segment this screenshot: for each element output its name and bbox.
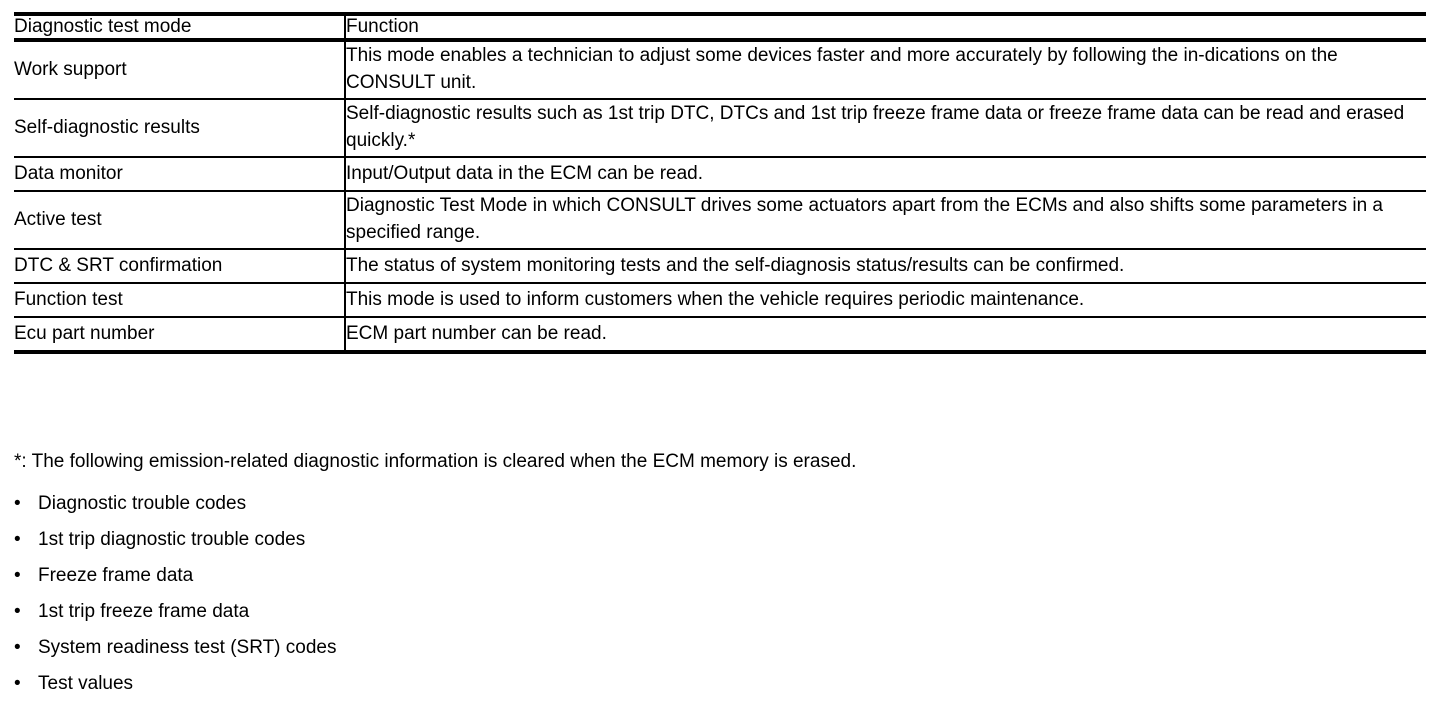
list-item-label: System readiness test (SRT) codes [38, 637, 337, 658]
list-item: • Test values [14, 666, 1414, 702]
cell-test-mode: Self-diagnostic results [14, 100, 346, 157]
column-header-function: Function [346, 16, 419, 37]
cell-test-mode: Active test [14, 192, 346, 249]
table-body: Work support This mode enables a technic… [14, 42, 1426, 356]
table-row: Ecu part number ECM part number can be r… [14, 318, 1426, 352]
cell-function: The status of system monitoring tests an… [346, 254, 1125, 276]
list-item: • Freeze frame data [14, 558, 1414, 594]
cell-function: This mode enables a technician to adjust… [346, 45, 1338, 93]
bullet-point-icon: • [14, 565, 21, 586]
table-bottom-rule [14, 350, 1426, 356]
diagnostic-test-mode-table: Diagnostic test mode Function Work suppo… [14, 12, 1426, 356]
bullet-point-icon: • [14, 601, 21, 622]
table-row: DTC & SRT confirmation The status of sys… [14, 250, 1426, 283]
list-item-label: Test values [38, 673, 134, 694]
footnote-bullet-list: • Diagnostic trouble codes • 1st trip di… [14, 486, 1414, 702]
cell-test-mode: Ecu part number [14, 318, 346, 352]
list-item: • 1st trip diagnostic trouble codes [14, 522, 1414, 558]
list-item: • Diagnostic trouble codes [14, 486, 1414, 522]
cell-function: Self-diagnostic results such as 1st trip… [346, 103, 1405, 151]
table-bottom-rule-row [14, 350, 1426, 356]
list-item-label: 1st trip diagnostic trouble codes [38, 529, 306, 550]
footnote-text: *: The following emission-related diagno… [14, 451, 857, 472]
table-row: Work support This mode enables a technic… [14, 42, 1426, 99]
cell-function: Input/Output data in the ECM can be read… [346, 162, 704, 184]
cell-function: ECM part number can be read. [346, 322, 607, 344]
cell-function: This mode is used to inform customers wh… [346, 288, 1085, 310]
list-item: • 1st trip freeze frame data [14, 594, 1414, 630]
table-row: Data monitor Input/Output data in the EC… [14, 158, 1426, 191]
bullet-point-icon: • [14, 493, 21, 514]
list-item: • System readiness test (SRT) codes [14, 630, 1414, 666]
table-header-row: Diagnostic test mode Function [14, 16, 1426, 40]
bullet-point-icon: • [14, 529, 21, 550]
diagnostic-test-mode-table-container: Diagnostic test mode Function Work suppo… [14, 12, 1426, 356]
table-row: Function test This mode is used to infor… [14, 284, 1426, 317]
table-header: Diagnostic test mode Function [14, 12, 1426, 44]
list-item-label: 1st trip freeze frame data [38, 601, 250, 622]
table-row: Active test Diagnostic Test Mode in whic… [14, 192, 1426, 249]
bullet-point-icon: • [14, 673, 21, 694]
column-header-diagnostic-test-mode: Diagnostic test mode [14, 16, 346, 40]
table-row: Self-diagnostic results Self-diagnostic … [14, 100, 1426, 157]
cell-function: Diagnostic Test Mode in which CONSULT dr… [346, 195, 1383, 243]
list-item-label: Diagnostic trouble codes [38, 493, 247, 514]
list-item-label: Freeze frame data [38, 565, 194, 586]
cell-test-mode: Work support [14, 42, 346, 99]
bullet-point-icon: • [14, 637, 21, 658]
cell-test-mode: Data monitor [14, 158, 346, 191]
cell-test-mode: Function test [14, 284, 346, 317]
cell-test-mode: DTC & SRT confirmation [14, 250, 346, 283]
